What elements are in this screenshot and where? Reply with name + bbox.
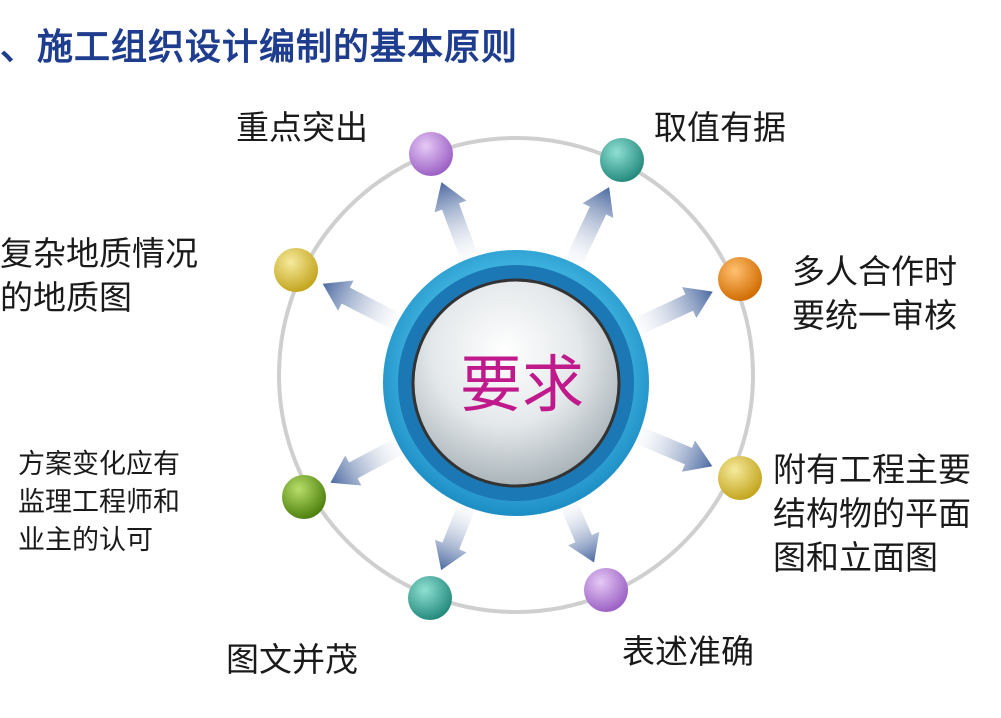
node-dot-fangan [282, 475, 326, 519]
node-label-line: 业主的认可 [18, 525, 153, 556]
node-dot-duoren [718, 257, 762, 301]
node-label-line: 监理工程师和 [18, 487, 180, 518]
arrow-biaoshu [558, 496, 600, 563]
node-label-line: 的地质图 [0, 278, 132, 317]
node-label-fuyou: 附有工程主要结构物的平面图和立面图 [773, 448, 971, 580]
node-label-tuwen: 图文并茂 [226, 638, 358, 682]
arrow-duoren [628, 287, 713, 338]
arrow-fuza [322, 280, 407, 333]
arrow-zhongdian [434, 182, 480, 267]
node-label-line: 多人合作时 [792, 252, 957, 291]
node-label-line: 结构物的平面 [773, 494, 971, 533]
node-label-line: 复杂地质情况 [0, 234, 198, 273]
arrow-quzhi [562, 187, 614, 272]
page-title: 、施工组织设计编制的基本原则 [0, 27, 519, 68]
arrow-fangan [330, 435, 408, 486]
node-label-fangan: 方案变化应有监理工程师和业主的认可 [18, 446, 180, 560]
node-label-quzhi: 取值有据 [654, 106, 786, 150]
node-label-line: 要统一审核 [792, 296, 957, 335]
center-label: 要求 [460, 348, 584, 421]
node-label-line: 表述准确 [622, 632, 754, 671]
node-dot-tuwen [408, 576, 452, 620]
arrow-fuyou [630, 424, 713, 472]
node-label-line: 重点突出 [236, 108, 368, 147]
node-label-line: 图和立面图 [773, 538, 938, 577]
node-label-line: 方案变化应有 [18, 449, 180, 480]
node-label-duoren: 多人合作时要统一审核 [792, 250, 957, 338]
node-dot-quzhi [600, 138, 644, 182]
center-hub-inner [411, 278, 621, 488]
node-label-zhongdian: 重点突出 [236, 106, 368, 150]
outer-ring [277, 136, 755, 614]
node-label-line: 图文并茂 [226, 640, 358, 679]
node-label-fuza: 复杂地质情况的地质图 [0, 232, 198, 320]
arrows-group [322, 182, 713, 571]
node-dot-biaoshu [584, 568, 628, 612]
node-dot-fuyou [718, 456, 762, 500]
node-dot-fuza [274, 248, 318, 292]
node-label-line: 取值有据 [654, 108, 786, 147]
nodes-group [274, 132, 762, 620]
arrow-tuwen [435, 498, 477, 571]
node-label-line: 附有工程主要 [773, 450, 971, 489]
node-dot-zhongdian [409, 132, 453, 176]
node-label-biaoshu: 表述准确 [622, 630, 754, 674]
